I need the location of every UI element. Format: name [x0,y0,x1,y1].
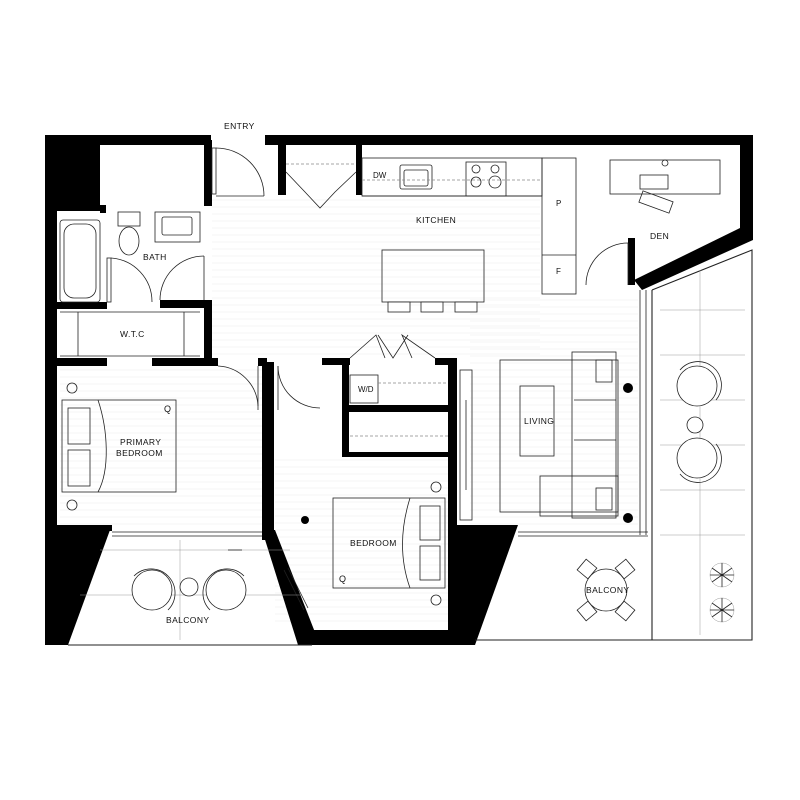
wood-floor-pattern [60,199,638,622]
bedroom-bed-size-label: Q [339,574,346,584]
bedroom-label: BEDROOM [350,538,397,548]
dishwasher-label: DW [373,171,387,180]
balcony-left-label: BALCONY [166,615,209,625]
wtc-label: W.T.C [120,329,145,339]
living-furniture [499,290,648,537]
plant-icon [709,597,735,623]
primary-bed-size-label: Q [164,404,171,414]
kitchen-label: KITCHEN [416,215,456,225]
den-furniture [609,159,721,214]
primary-bedroom-label-line2: BEDROOM [116,448,163,458]
wd-label: W/D [358,385,374,394]
bath-fixtures [59,211,201,357]
balcony-right-label: BALCONY [586,585,629,595]
living-label: LIVING [524,416,554,426]
room-labels: ENTRY KITCHEN DW P F DEN BATH W.T.C W/D … [116,121,669,625]
plant-icon [709,562,735,588]
bath-label: BATH [143,252,167,262]
entry-label: ENTRY [224,121,255,131]
primary-bedroom-label-line1: PRIMARY [120,437,161,447]
doors [106,147,629,410]
closets [349,369,473,521]
exterior-walls [45,135,753,645]
bedroom-furniture [283,481,446,611]
balcony-right [475,249,753,641]
pantry-label: P [556,199,561,208]
kitchen-counter [361,157,577,313]
balcony-left [68,540,312,646]
interior-walls [57,140,458,635]
primary-bedroom-furniture [61,382,262,537]
fridge-label: F [556,267,561,276]
den-label: DEN [650,231,669,241]
